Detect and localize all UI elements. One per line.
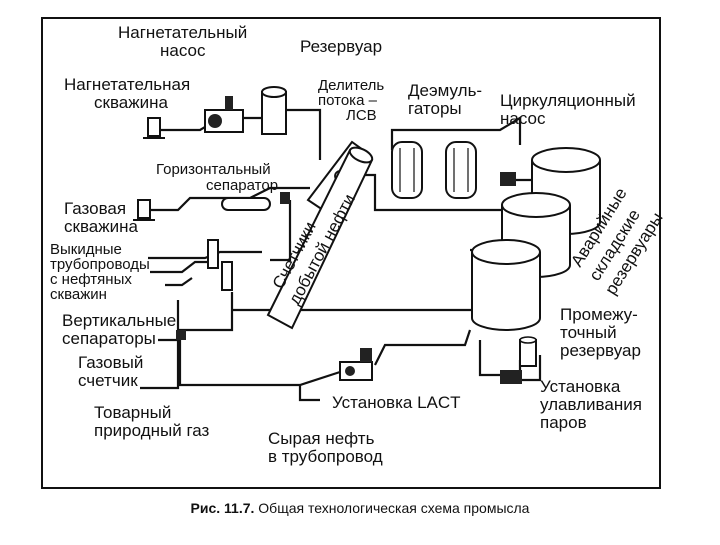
figure-caption-text: Общая технологическая схема промысла [258, 500, 530, 516]
label-injection-well-2: скважина [94, 93, 168, 112]
label-demulsifiers-1: Деэмуль- [408, 81, 482, 100]
label-crude-oil-1: Сырая нефть [268, 429, 375, 448]
injection-pump-icon [204, 96, 244, 133]
pipe-reservoir-to-divider [286, 108, 322, 160]
label-horizontal-separator-1: Горизонтальный [156, 161, 271, 178]
label-reservoir: Резервуар [300, 37, 382, 56]
emergency-tank-3 [471, 239, 541, 331]
label-commercial-gas-2: природный газ [94, 421, 210, 440]
label-horizontal-separator-2: сепаратор [206, 177, 278, 194]
reservoir-tank [261, 86, 287, 135]
gas-well-icon [133, 199, 155, 221]
pipe-flowline-1 [148, 250, 262, 260]
horizontal-separator [221, 192, 290, 211]
label-intermediate-tank-1: Промежу- [560, 305, 638, 324]
pipe-lact-down [298, 385, 320, 402]
pipe-divider-demuls [355, 173, 512, 212]
figure-caption: Рис. 11.7. Общая технологическая схема п… [0, 500, 720, 516]
label-flow-lines-2: трубопроводы [50, 256, 150, 273]
label-vertical-separators-1: Вертикальные [62, 311, 176, 330]
label-flow-divider-3: ЛСВ [346, 107, 377, 124]
label-circulation-pump-2: насос [500, 109, 546, 128]
label-flow-lines-4: скважин [50, 286, 107, 303]
lact-unit-icon [339, 348, 373, 381]
pipe-main-trunk [178, 292, 341, 387]
pipe-vapor-recovery [478, 340, 522, 377]
label-commercial-gas-1: Товарный [94, 403, 171, 422]
pipe-hsep-down [270, 200, 292, 262]
label-demulsifiers-2: гаторы [408, 99, 462, 118]
vertical-separator-1 [207, 239, 219, 269]
pipe-lact-out [374, 329, 472, 366]
label-vertical-separators-2: сепараторы [62, 329, 156, 348]
vertical-separator-2 [221, 261, 233, 291]
label-gas-well-2: скважина [64, 217, 138, 236]
pipe-demuls-top [390, 116, 522, 150]
label-gas-meter-1: Газовый [78, 353, 143, 372]
label-flow-lines-3: с нефтяных [50, 271, 132, 288]
label-vapor-recovery-3: паров [540, 413, 587, 432]
intermediate-tank [519, 336, 537, 367]
demulsifier-1 [391, 141, 423, 199]
label-flow-divider-1: Делитель [318, 77, 384, 94]
pipe-gas-meter-line [140, 340, 180, 390]
label-gas-well-1: Газовая [64, 199, 126, 218]
label-intermediate-tank-3: резервуар [560, 341, 641, 360]
vapor-recovery-unit [500, 370, 522, 384]
demulsifier-2 [445, 141, 477, 199]
label-intermediate-tank-2: точный [560, 323, 617, 342]
label-crude-oil-2: в трубопровод [268, 447, 383, 466]
label-injection-well-1: Нагнетательная [64, 75, 190, 94]
figure-caption-number: Рис. 11.7. [190, 500, 255, 516]
circulation-pump-icon [500, 172, 516, 186]
diagram-frame [41, 17, 661, 489]
pipe-flowline-3 [165, 277, 193, 287]
injection-well-icon [143, 117, 165, 139]
gas-meter-icon [176, 330, 186, 340]
label-vapor-recovery-2: улавливания [540, 395, 642, 414]
label-injection-pump-1: Нагнетательный [118, 23, 247, 42]
pipe-flowline-2 [150, 260, 210, 274]
label-flow-divider-2: потока – [318, 92, 378, 109]
labels: Нагнетательный насос Резервуар Нагнетате… [50, 23, 667, 466]
label-gas-meter-2: счетчик [78, 371, 138, 390]
pipe-gas-well [150, 186, 310, 212]
label-injection-pump-2: насос [160, 41, 206, 60]
label-flow-lines-1: Выкидные [50, 241, 122, 258]
label-lact-unit: Установка LACT [332, 393, 461, 412]
label-circulation-pump-1: Циркуляционный [500, 91, 636, 110]
label-vapor-recovery-1: Установка [540, 377, 621, 396]
oil-meters-cylinder [266, 146, 374, 330]
